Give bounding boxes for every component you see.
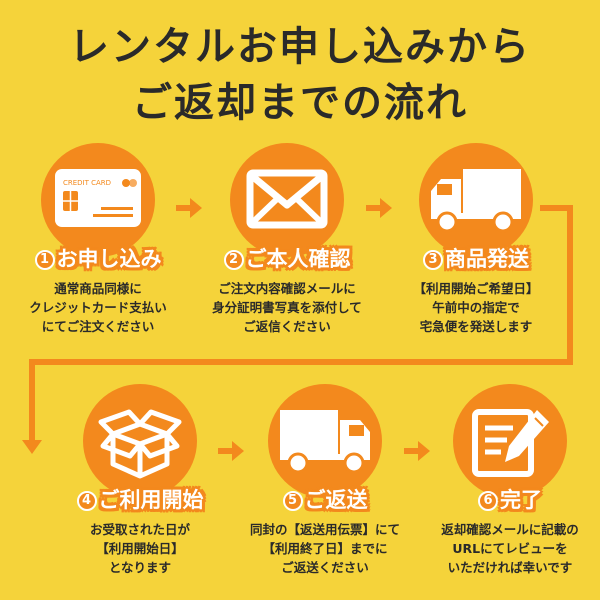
description-line: ご注文内容確認メールに bbox=[218, 281, 356, 296]
description-line: 【利用開始日】 bbox=[96, 541, 184, 556]
arrow-right-icon bbox=[176, 198, 202, 218]
description-line: 身分証明書写真を添付して bbox=[212, 300, 362, 315]
step-title-text: お申し込み bbox=[56, 247, 162, 271]
description-line: にてご注文ください bbox=[41, 319, 155, 334]
open-box-icon bbox=[98, 409, 182, 479]
step-title-text: 商品発送 bbox=[445, 247, 529, 271]
description-line: 【利用終了日】までに bbox=[262, 541, 388, 556]
review-pencil-icon bbox=[472, 409, 549, 477]
step-5-description: 同封の【返送用伝票】にて 【利用終了日】までに ご返送ください bbox=[235, 520, 415, 577]
step-2-circle bbox=[230, 143, 344, 257]
description-line: ご返信ください bbox=[243, 319, 331, 334]
step-1-circle: CREDIT CARD bbox=[41, 143, 155, 257]
page-title-line1: レンタルお申し込みから bbox=[69, 24, 531, 70]
step-1-description: 通常商品同様に クレジットカード支払い にてご注文ください bbox=[8, 279, 188, 336]
step-title-text: 完了 bbox=[500, 488, 542, 512]
truck-icon bbox=[431, 169, 521, 233]
step-5-circle bbox=[268, 384, 382, 498]
arrow-right-icon bbox=[218, 441, 244, 461]
description-line: 午前中の指定で bbox=[432, 300, 520, 315]
description-line: 宅急便を発送します bbox=[419, 319, 533, 334]
truck-icon bbox=[280, 410, 370, 474]
step-3-circle bbox=[419, 143, 533, 257]
description-line: 通常商品同様に bbox=[54, 281, 142, 296]
description-line: お受取された日が bbox=[89, 522, 190, 537]
page-title-line2: ご返却までの流れ bbox=[132, 80, 468, 126]
description-line: URLにてレビューを bbox=[452, 541, 568, 556]
card-text: CREDIT CARD bbox=[63, 179, 111, 187]
connector-line bbox=[29, 205, 573, 445]
step-title-text: ご返送 bbox=[304, 488, 368, 512]
description-line: 【利用開始ご希望日】 bbox=[413, 281, 539, 296]
step-number-badge: 1 bbox=[34, 250, 55, 270]
description-line: 同封の【返送用伝票】にて bbox=[249, 522, 400, 537]
step-6-circle bbox=[453, 384, 567, 498]
description-line: となります bbox=[108, 560, 172, 575]
step-number-badge: 3 bbox=[423, 250, 443, 270]
step-number-badge: 6 bbox=[478, 491, 498, 511]
arrow-right-icon bbox=[404, 441, 430, 461]
step-4-description: お受取された日が 【利用開始日】 となります bbox=[50, 520, 230, 577]
arrow-right-icon bbox=[366, 198, 392, 218]
step-4-circle bbox=[83, 384, 197, 498]
description-line: クレジットカード支払い bbox=[29, 300, 167, 315]
arrow-down-icon bbox=[22, 440, 42, 454]
step-title-text: ご利用開始 bbox=[98, 488, 204, 512]
step-6-description: 返却確認メールに記載の URLにてレビューを いただければ幸いです bbox=[420, 520, 600, 577]
description-line: いただければ幸いです bbox=[447, 560, 573, 575]
step-2-description: ご注文内容確認メールに 身分証明書写真を添付して ご返信ください bbox=[197, 279, 377, 336]
step-number-badge: 5 bbox=[282, 491, 303, 511]
step-number-badge: 2 bbox=[223, 250, 244, 270]
step-3-description: 【利用開始ご希望日】 午前中の指定で 宅急便を発送します bbox=[386, 279, 566, 336]
step-title-text: ご本人確認 bbox=[245, 247, 351, 271]
envelope-icon bbox=[246, 169, 328, 229]
credit-card-icon: CREDIT CARD bbox=[55, 169, 141, 227]
step-number-badge: 4 bbox=[76, 491, 97, 511]
description-line: 返却確認メールに記載の bbox=[441, 522, 579, 537]
description-line: ご返送ください bbox=[281, 560, 369, 575]
